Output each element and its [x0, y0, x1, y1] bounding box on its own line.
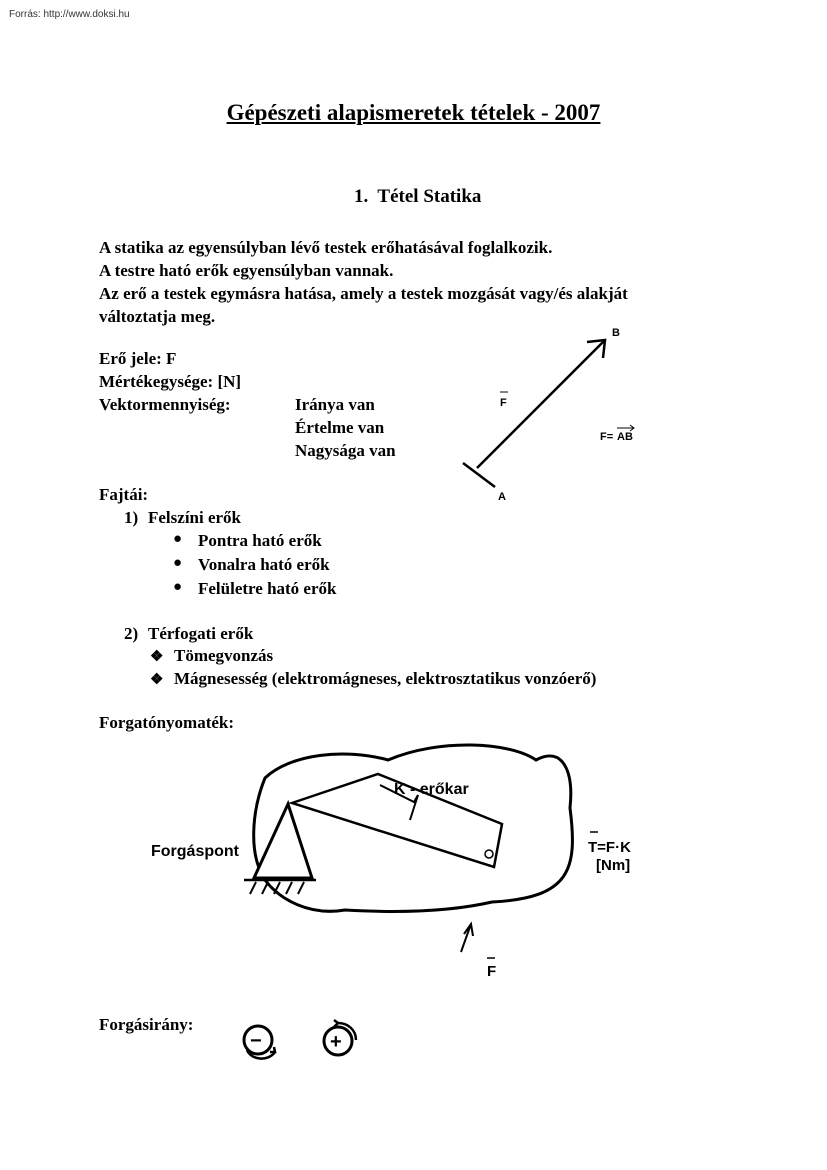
force-sign: Erő jele: F [99, 349, 177, 368]
lever-end-pin [484, 849, 494, 859]
clockwise-plus-icon: + [322, 1019, 358, 1057]
source-url: Forrás: http://www.doksi.hu [9, 9, 130, 20]
arm-label: K - erőkar [394, 781, 469, 798]
vector-label: Vektormennyiség: [99, 395, 231, 414]
group1-title: Felszíni erők [148, 508, 242, 527]
group2-item-magnetism: Mágnesesség (elektromágneses, elektroszt… [174, 669, 597, 688]
formula-left: F= [600, 431, 613, 443]
diamond-bullet-icon: ❖ [150, 672, 164, 688]
vector-item-magnitude: Nagysága van [295, 441, 396, 460]
force-unit: Mértékegysége: [N] [99, 372, 242, 391]
label-f: F [500, 397, 507, 409]
group1-number: 1) [124, 508, 139, 527]
group2-item-gravity: Tömegvonzás [174, 646, 274, 665]
arm-dimension-marker [379, 784, 419, 821]
minus-sign: − [250, 1030, 262, 1052]
torque-heading: Forgatónyomaték: [99, 713, 235, 732]
intro-line-2: A testre ható erők egyensúlyban vannak. [99, 261, 394, 280]
formula-right: AB [617, 431, 633, 443]
bullet-dot-icon: ● [173, 579, 183, 595]
group2-title: Térfogati erők [148, 624, 254, 643]
vector-shaft [476, 339, 606, 469]
group2-number: 2) [124, 624, 139, 643]
body-outline [252, 743, 574, 914]
counterclockwise-minus-icon: − [242, 1024, 277, 1060]
vector-tail-bar [462, 462, 496, 488]
pivot-support [251, 799, 315, 880]
pivot-label: Forgáspont [151, 843, 240, 860]
intro-line-1: A statika az egyensúlyban lévő testek er… [99, 238, 553, 257]
torque-unit: [Nm] [596, 857, 630, 874]
torque-diagram: K - erőkar Forgáspont T=F·K [Nm] F [151, 743, 631, 980]
section-heading: 1. Tétel Statika [354, 186, 481, 208]
bullet-dot-icon: ● [173, 555, 183, 571]
group1-item-point: Pontra ható erők [198, 531, 322, 550]
diamond-bullet-icon: ❖ [150, 649, 164, 665]
group1-item-surface: Felületre ható erők [198, 579, 337, 598]
force-arrow-head [463, 921, 474, 937]
formula-arrow-head [629, 424, 635, 432]
intro-line-3a: Az erő a testek egymásra hatása, amely a… [99, 284, 628, 303]
force-label: F [487, 963, 496, 980]
label-a: A [498, 491, 506, 503]
intro-line-3b: változtatja meg. [99, 307, 216, 326]
vector-arrowhead [586, 338, 607, 359]
vector-diagram: B A F F= AB [462, 327, 635, 503]
rotation-heading: Forgásirány: [99, 1015, 194, 1034]
torque-formula: T=F·K [588, 839, 631, 856]
ground-hatch [249, 881, 305, 895]
types-heading: Fajtái: [99, 485, 149, 504]
section-number: 1. [354, 186, 369, 207]
vector-item-sense: Értelme van [295, 418, 385, 437]
section-title: Tétel Statika [377, 186, 482, 207]
document-title: Gépészeti alapismeretek tételek - 2007 [226, 100, 601, 125]
bullet-dot-icon: ● [173, 531, 183, 547]
force-arrow-shaft [460, 923, 472, 953]
label-b: B [612, 327, 620, 339]
group1-item-line: Vonalra ható erők [198, 555, 330, 574]
vector-item-direction: Iránya van [295, 395, 375, 414]
plus-sign: + [330, 1031, 342, 1053]
lever-arm [287, 772, 504, 869]
